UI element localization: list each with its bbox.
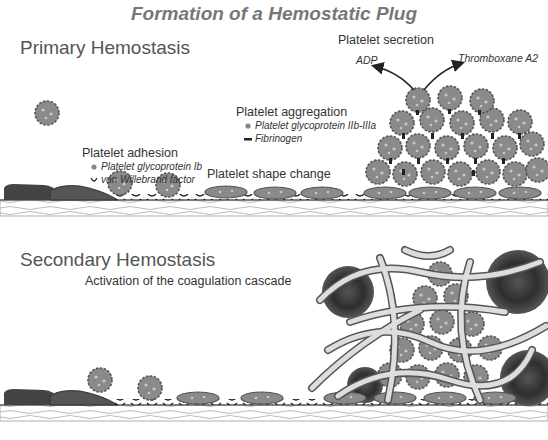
label: Platelet secretion bbox=[338, 34, 434, 48]
platelet bbox=[503, 162, 527, 186]
platelet bbox=[476, 160, 500, 184]
platelet bbox=[406, 134, 430, 158]
platelet bbox=[464, 134, 488, 158]
platelet bbox=[448, 162, 472, 186]
title: Formation of a Hemostatic Plug bbox=[0, 4, 548, 25]
platelet bbox=[435, 136, 459, 160]
legend-text: Platelet glycoprotein Ib bbox=[101, 161, 202, 172]
platelet-flat bbox=[254, 187, 296, 199]
secretion-arrow bbox=[374, 66, 414, 90]
platelet-flat bbox=[454, 187, 496, 199]
platelet bbox=[138, 376, 162, 400]
platelet-flat bbox=[177, 392, 219, 404]
platelet-flat bbox=[424, 392, 466, 404]
platelet-flat bbox=[499, 187, 541, 199]
platelet-flat bbox=[409, 187, 451, 199]
platelet bbox=[430, 310, 454, 334]
platelet-flat bbox=[364, 187, 406, 199]
legend-sample-shape bbox=[245, 124, 250, 129]
label: Secondary Hemostasis bbox=[20, 250, 215, 271]
legend-sample-shape bbox=[91, 165, 96, 170]
label: Primary Hemostasis bbox=[20, 38, 190, 59]
platelet bbox=[470, 89, 494, 113]
platelet bbox=[393, 162, 417, 186]
label: Thromboxane A2 bbox=[458, 53, 538, 65]
endothelial-cell bbox=[4, 184, 56, 200]
legend-item: von Willebrand factor bbox=[90, 174, 195, 185]
platelet bbox=[406, 88, 430, 112]
legend-item: Platelet glycoprotein Ib bbox=[90, 161, 202, 172]
platelet bbox=[378, 136, 402, 160]
vessel-wall bbox=[0, 405, 548, 421]
platelet bbox=[421, 160, 445, 184]
legend-text: Fibrinogen bbox=[255, 133, 302, 144]
platelet-flat bbox=[241, 392, 283, 404]
label: Activation of the coagulation cascade bbox=[85, 275, 291, 289]
platelet bbox=[390, 111, 414, 135]
platelet bbox=[508, 110, 532, 134]
secretion-arrow bbox=[424, 63, 462, 90]
legend-text: Platelet glycoprotein IIb-IIIa bbox=[255, 120, 376, 131]
platelet bbox=[420, 108, 444, 132]
legend-sample bbox=[90, 176, 98, 184]
platelet bbox=[493, 136, 517, 160]
fibrinogen-bridges bbox=[389, 109, 521, 176]
platelet bbox=[35, 101, 59, 125]
platelet-flat bbox=[374, 392, 416, 404]
legend-item: Fibrinogen bbox=[244, 133, 302, 144]
platelet-flat bbox=[205, 186, 247, 198]
platelet bbox=[450, 111, 474, 135]
endothelial-cell bbox=[50, 391, 118, 405]
legend-sample bbox=[244, 135, 252, 143]
legend-sample bbox=[90, 163, 98, 171]
label: Platelet adhesion bbox=[82, 147, 178, 161]
endothelial-cell bbox=[4, 389, 56, 405]
endothelial-cell bbox=[50, 186, 118, 200]
platelet-flat bbox=[301, 187, 343, 199]
platelet bbox=[438, 86, 462, 110]
legend-item: Platelet glycoprotein IIb-IIIa bbox=[244, 120, 376, 131]
label: ADP bbox=[356, 55, 378, 67]
platelet-aggregate bbox=[364, 86, 548, 199]
platelet bbox=[520, 132, 544, 156]
label: Platelet shape change bbox=[207, 168, 331, 182]
vessel-wall bbox=[0, 200, 548, 216]
fibrin-strands bbox=[312, 250, 546, 400]
legend-sample bbox=[244, 122, 252, 130]
platelet bbox=[366, 160, 390, 184]
platelet bbox=[88, 368, 112, 392]
legend-text: von Willebrand factor bbox=[101, 174, 195, 185]
label: Platelet aggregation bbox=[236, 106, 347, 120]
clot bbox=[312, 250, 548, 406]
legend-sample-shape bbox=[91, 178, 97, 181]
platelet bbox=[526, 158, 548, 182]
legend-sample-shape bbox=[244, 138, 252, 141]
